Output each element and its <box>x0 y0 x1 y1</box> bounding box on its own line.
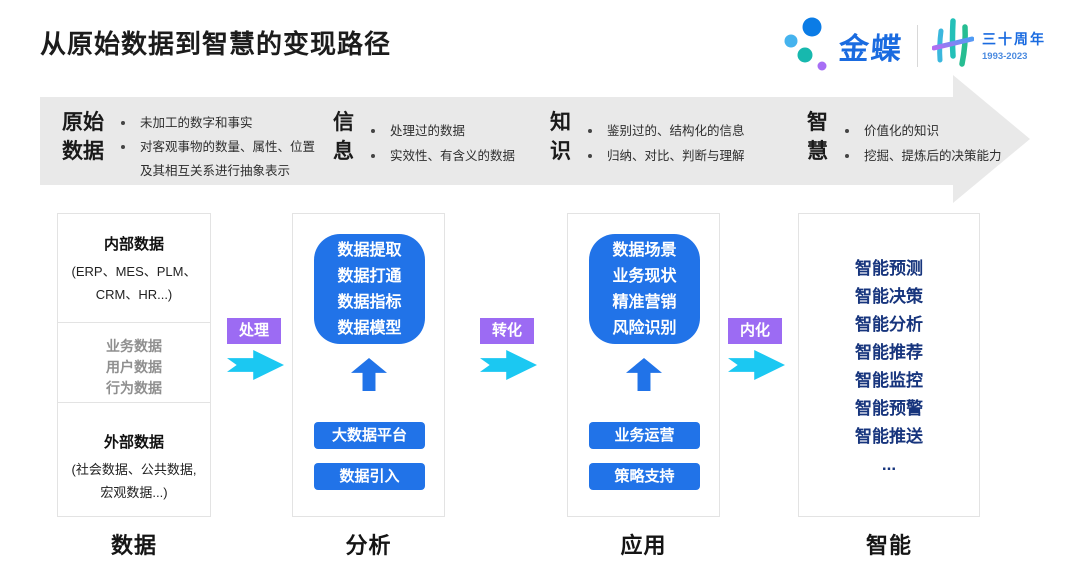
column-application: 数据场景 业务现状 精准营销 风险识别 业务运营 策略支持 <box>567 213 720 517</box>
internalize-label: 内化 <box>728 318 782 344</box>
application-operation-pill: 业务运营 <box>589 422 700 449</box>
stage-bullet-item: 归纳、对比、判断与理解 <box>579 144 745 169</box>
external-data-desc: (社会数据、公共数据, 宏观数据...) <box>71 462 197 500</box>
brand-name: 金蝶 <box>837 32 904 66</box>
list-item: 智能分析 <box>855 315 923 334</box>
column-analysis: 数据提取 数据打通 数据指标 数据模型 大数据平台 数据引入 <box>292 213 445 517</box>
anniversary-years: 1993-2023 <box>982 51 1028 62</box>
list-item: 智能决策 <box>855 287 923 306</box>
anniversary-title: 三十周年 <box>982 31 1046 47</box>
list-item: 智能预测 <box>855 259 923 278</box>
list-item: 智能监控 <box>855 371 923 390</box>
thirty-years-mark-icon <box>931 16 975 75</box>
kingdee-dots-icon <box>779 14 831 77</box>
list-item: 智能预警 <box>855 399 923 418</box>
logo-divider <box>917 24 918 67</box>
footer-label-intelligence: 智能 <box>865 533 912 558</box>
ellipsis-item: ... <box>881 455 897 474</box>
kingdee-logo: 金蝶 三十周年 1993- <box>779 14 1046 77</box>
column-intelligence: 智能预测 智能决策 智能分析 智能推荐 智能监控 智能预警 智能推送 ... <box>798 213 980 517</box>
stage-label: 知 识 <box>550 111 571 163</box>
stage-bullet-item: 价值化的知识 <box>836 119 1002 144</box>
cyan-right-arrow-icon <box>728 350 785 380</box>
stage-bullet-item: 处理过的数据 <box>362 119 515 144</box>
banner-stage-knowledge: 知 识 鉴别过的、结构化的信息 归纳、对比、判断与理解 <box>550 108 745 169</box>
blue-up-arrow-icon <box>351 358 387 391</box>
internal-data-title: 内部数据 <box>103 236 164 253</box>
list-item: 智能推荐 <box>855 343 923 362</box>
connector-transform: 转化 <box>480 318 538 380</box>
middle-data-section: 业务数据 用户数据 行为数据 <box>58 323 210 403</box>
anniversary-block: 三十周年 1993-2023 <box>931 16 1046 75</box>
banner-stage-information: 信 息 处理过的数据 实效性、有含义的数据 <box>333 108 515 169</box>
stage-label: 智 慧 <box>807 111 828 163</box>
footer-label-analysis: 分析 <box>345 533 392 558</box>
analysis-platform-pill: 大数据平台 <box>314 422 425 449</box>
stage-bullet-item: 未加工的数字和事实 <box>112 111 318 135</box>
connector-internalize: 内化 <box>728 318 786 380</box>
stage-label: 原始 数据 <box>62 111 104 163</box>
external-data-section: 外部数据 (社会数据、公共数据, 宏观数据...) <box>58 403 210 504</box>
footer-label-application: 应用 <box>620 533 667 558</box>
stage-bullet-item: 实效性、有含义的数据 <box>362 144 515 169</box>
page-title: 从原始数据到智慧的变现路径 <box>40 29 392 59</box>
list-item: 行为数据 <box>106 380 162 396</box>
external-data-title: 外部数据 <box>103 434 164 451</box>
cyan-right-arrow-icon <box>227 350 284 380</box>
stage-bullet-item: 对客观事物的数量、属性、位置及其相互关系进行抽象表示 <box>112 135 318 183</box>
footer-label-data: 数据 <box>110 533 157 558</box>
connector-process: 处理 <box>227 318 285 380</box>
column-data: 内部数据 (ERP、MES、PLM、 CRM、HR...) 业务数据 用户数据 … <box>57 213 211 517</box>
analysis-import-pill: 数据引入 <box>314 463 425 490</box>
application-scenario-box: 数据场景 业务现状 精准营销 风险识别 <box>589 234 700 344</box>
application-strategy-pill: 策略支持 <box>589 463 700 490</box>
banner-stage-wisdom: 智 慧 价值化的知识 挖掘、提炼后的决策能力 <box>807 108 1002 169</box>
analysis-capability-box: 数据提取 数据打通 数据指标 数据模型 <box>314 234 425 344</box>
list-item: 业务数据 <box>106 338 162 354</box>
stage-label: 信 息 <box>333 111 354 163</box>
cyan-right-arrow-icon <box>480 350 537 380</box>
banner-stage-raw-data: 原始 数据 未加工的数字和事实 对客观事物的数量、属性、位置及其相互关系进行抽象… <box>62 108 318 183</box>
right-block-arrow-banner: 原始 数据 未加工的数字和事实 对客观事物的数量、属性、位置及其相互关系进行抽象… <box>40 75 1030 203</box>
list-item: 智能推送 <box>855 427 923 446</box>
blue-up-arrow-icon <box>626 358 662 391</box>
internal-data-section: 内部数据 (ERP、MES、PLM、 CRM、HR...) <box>58 214 210 323</box>
list-item: 用户数据 <box>106 359 162 375</box>
stage-bullet-item: 鉴别过的、结构化的信息 <box>579 119 745 144</box>
transform-label: 转化 <box>480 318 534 344</box>
internal-data-desc: (ERP、MES、PLM、 CRM、HR...) <box>71 264 197 302</box>
stage-bullet-item: 挖掘、提炼后的决策能力 <box>836 144 1002 169</box>
process-label: 处理 <box>227 318 281 344</box>
